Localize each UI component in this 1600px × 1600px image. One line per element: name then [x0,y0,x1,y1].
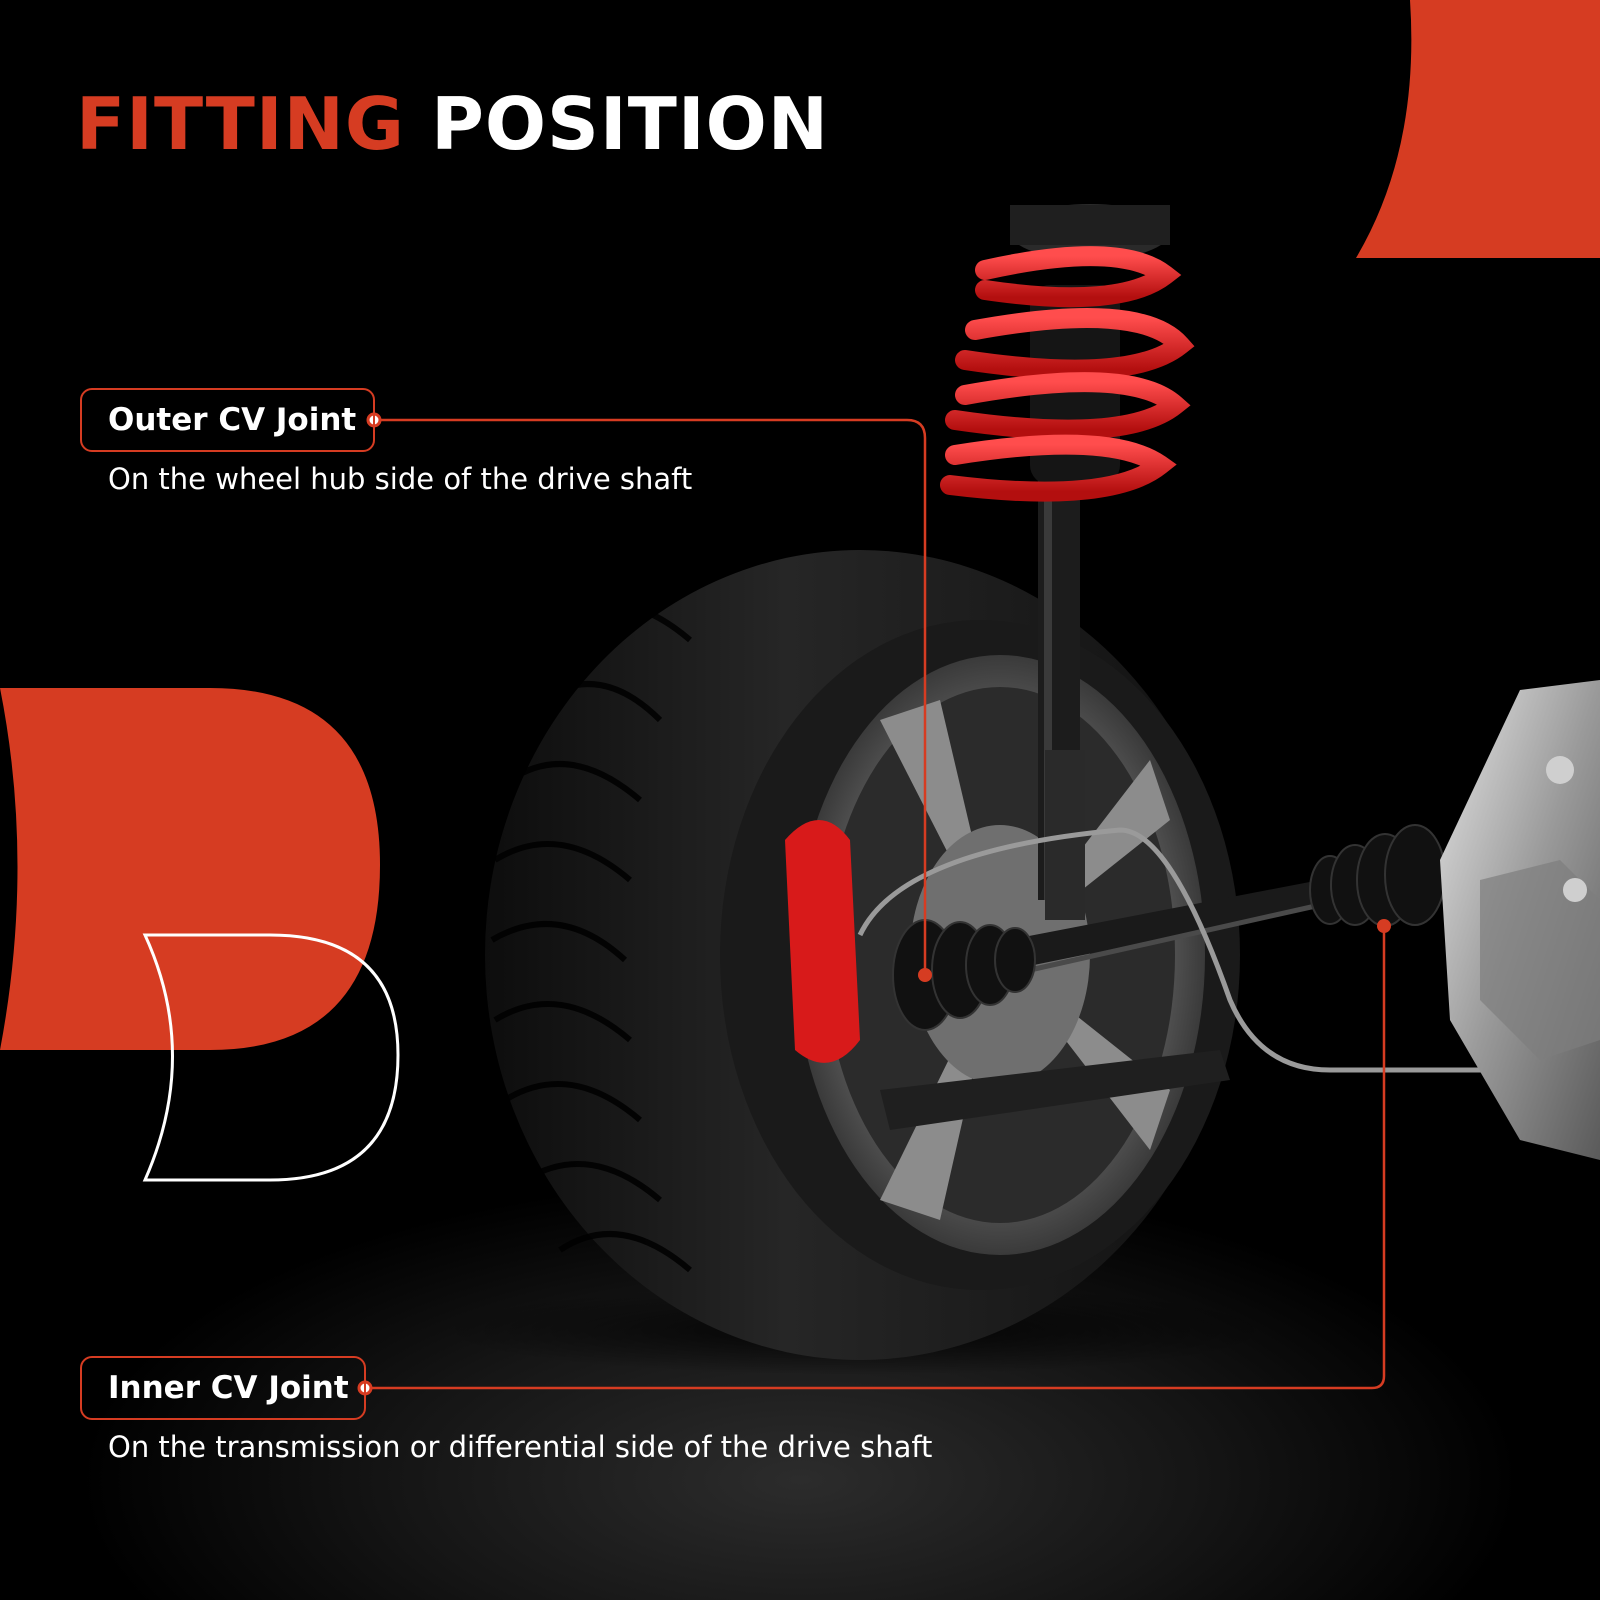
callout-lines [365,418,1386,1390]
corner-accent-shape [1356,0,1600,258]
callout-dots [357,412,1391,1396]
inner-cv-joint-description: On the transmission or differential side… [108,1430,933,1464]
inner-cv-connector [365,926,1386,1390]
outer-cv-target-dot [918,968,932,982]
strut-assembly [940,204,1195,920]
outer-cv-joint-label: Outer CV Joint [80,388,375,452]
outer-cv-connector [374,418,927,975]
inner-cv-joint-label: Inner CV Joint [80,1356,366,1420]
outer-cv-joint-description: On the wheel hub side of the drive shaft [108,462,693,496]
title-highlight: FITTING [76,82,405,166]
page-title: FITTING POSITION [76,82,829,166]
coil-spring [940,246,1195,502]
title-rest: POSITION [431,82,830,166]
inner-cv-target-dot [1377,919,1391,933]
transmission [1440,680,1600,1160]
inner-cv-joint-label-text: Inner CV Joint [108,1370,349,1406]
left-accent-shape [0,688,380,1050]
outline-d-shape [142,933,400,1182]
brake-caliper [785,820,860,1063]
inner-cv-boot [1309,824,1446,927]
drive-shaft [857,824,1600,1130]
outer-cv-joint-label-text: Outer CV Joint [108,402,357,438]
